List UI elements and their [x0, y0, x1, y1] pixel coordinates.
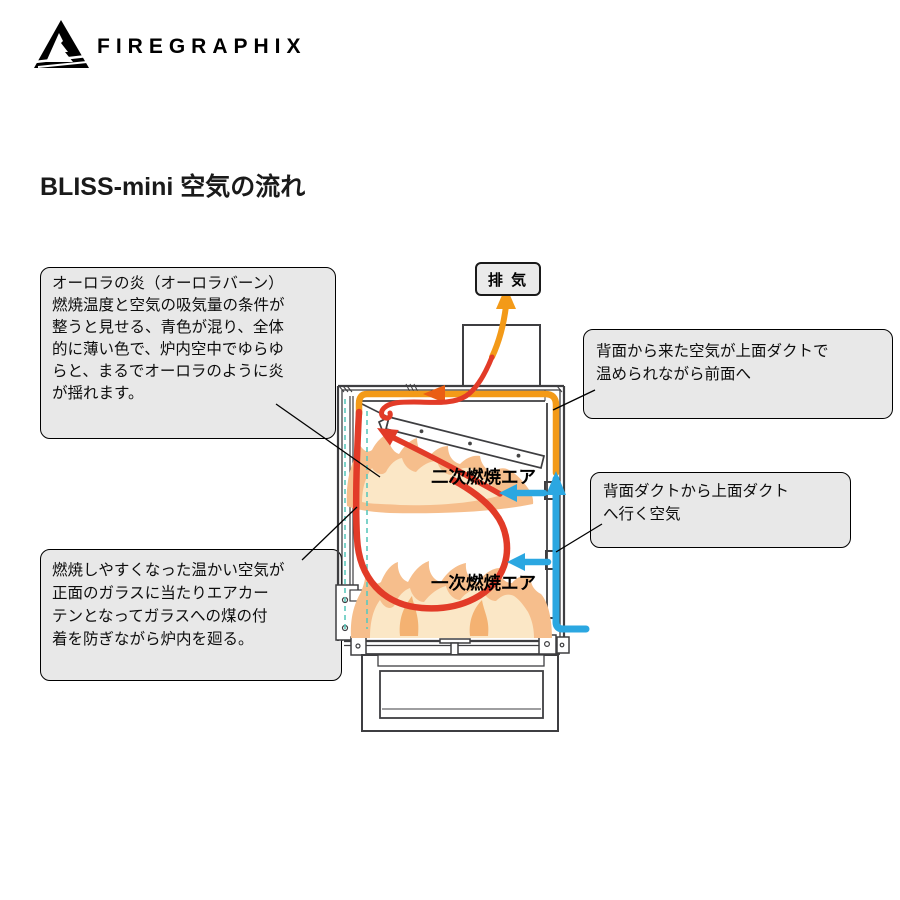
callout-top-duct: 背面から来た空気が上面ダクトで 温められながら前面へ — [583, 329, 893, 419]
section-hatch-marks — [338, 383, 563, 401]
air-inlet-elbow — [552, 614, 590, 633]
secondary-combustion-air-label: 二次燃焼エア — [431, 467, 536, 487]
exhaust-flow-upper — [489, 303, 509, 360]
firegraphix-logo-icon — [34, 20, 89, 68]
primary-air-arrowhead — [507, 553, 525, 571]
fresh-air-flow — [499, 471, 590, 633]
bottom-rail — [344, 634, 570, 661]
callout-aurora-flame: オーロラの炎（オーロラバーン） 燃焼温度と空気の吸気量の条件が 整うと見せる、青… — [40, 267, 336, 439]
brand-logo: FIREGRAPHIX — [32, 18, 301, 70]
page-title: BLISS-mini 空気の流れ — [40, 173, 306, 201]
heated-air-flow — [355, 286, 560, 477]
stove-structure — [335, 324, 570, 732]
glass-pane-dashed-lines — [344, 399, 368, 631]
top-duct-arrowhead — [423, 385, 445, 403]
flue — [462, 324, 541, 386]
callout-air-curtain: 燃焼しやすくなった温かい空気が 正面のガラスに当たりエアカー テンとなってガラス… — [40, 549, 342, 681]
exhaust-s-curve — [379, 354, 495, 421]
baffle-plate — [377, 415, 546, 470]
base-ash-drawer — [361, 654, 559, 732]
back-duct-arrowhead — [546, 471, 566, 495]
secondary-combustion-arrowhead — [377, 428, 399, 446]
callout-back-duct: 背面ダクトから上面ダクト へ行く空気 — [590, 472, 851, 548]
exhaust-label: 排 気 — [475, 262, 541, 296]
primary-combustion-air-label: 一次燃焼エア — [431, 573, 536, 593]
brand-name: FIREGRAPHIX — [97, 35, 307, 58]
air-inlet-ports — [544, 481, 558, 629]
